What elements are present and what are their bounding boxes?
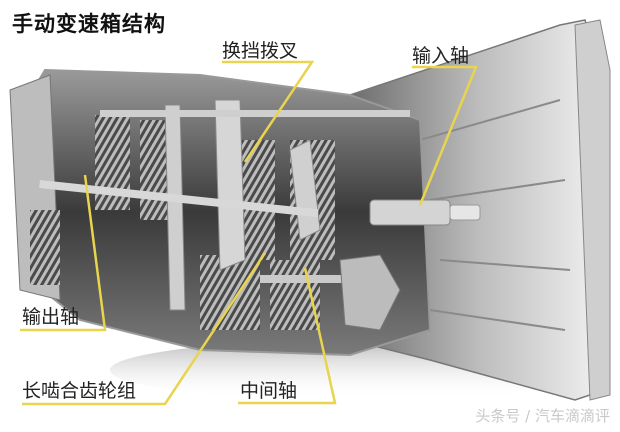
shift-fork-leader (222, 60, 315, 163)
input-shaft-tip (449, 204, 481, 221)
label-input-shaft: 输入轴 (412, 45, 470, 67)
input-shaft-spline (369, 199, 451, 226)
label-shift-fork: 换挡拨叉 (222, 40, 299, 62)
gear-6 (270, 260, 320, 330)
bearing-block (339, 254, 401, 331)
label-constant-mesh-gears: 长啮合齿轮组 (22, 380, 137, 402)
label-output-shaft: 输出轴 (22, 306, 80, 328)
input-shaft-leader (412, 65, 478, 206)
output-shaft-leader (20, 174, 107, 332)
shift-rod (39, 180, 319, 218)
countershaft-leader (238, 267, 337, 405)
countershaft-rod (260, 275, 360, 283)
gear-5 (200, 255, 260, 330)
upper-rail (100, 110, 410, 117)
gear-7 (30, 210, 60, 285)
label-countershaft: 中间轴 (240, 380, 298, 402)
bell-flange (574, 19, 611, 401)
leader-lines (20, 60, 478, 406)
shift-fork-rail (164, 104, 186, 311)
watermark: 头条号 / 汽车滴滴评 (475, 407, 610, 425)
bell-ribs (419, 99, 571, 331)
page-title: 手动变速箱结构 (12, 12, 166, 36)
shift-fork-plate (214, 99, 246, 271)
constant-mesh-leader (22, 252, 267, 406)
